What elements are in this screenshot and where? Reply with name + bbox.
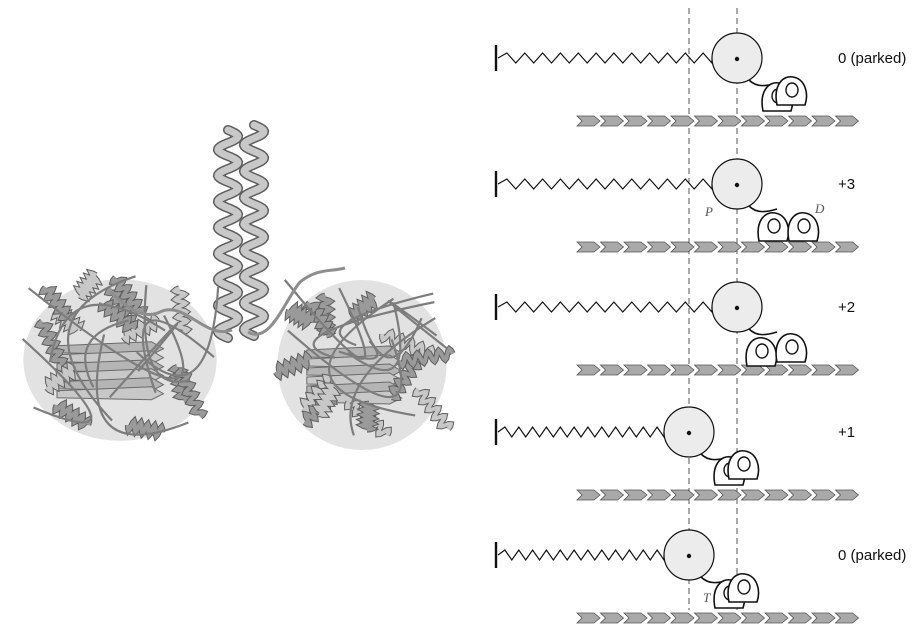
motor-head-leading (728, 451, 758, 479)
motor-head-trailing (746, 338, 776, 366)
microtubule-track (577, 242, 859, 252)
step-state-4: +1 (496, 407, 859, 500)
step-state-1: 0 (parked) (496, 33, 906, 126)
nucleotide-d: D (814, 201, 825, 216)
microtubule-track (577, 116, 859, 126)
motor-head-bound (758, 213, 788, 241)
bead-center-dot (687, 431, 691, 435)
bead-center-dot (735, 57, 739, 61)
bead-center-dot (735, 183, 739, 187)
motor-head-right (276, 280, 453, 450)
tether-spring (498, 550, 664, 560)
state-label: 0 (parked) (838, 547, 906, 564)
step-state-2: +3P D (496, 159, 859, 252)
bead-center-dot (687, 554, 691, 558)
motor-head-leading (776, 77, 806, 105)
state-label: +3 (838, 176, 855, 193)
motor-head-leading (776, 334, 806, 362)
state-label: 0 (parked) (838, 50, 906, 67)
kinesin-ribbon-structure (23, 125, 453, 450)
microtubule-track (577, 490, 859, 500)
coiled-coil-helix-left (218, 130, 238, 338)
bead-center-dot (735, 306, 739, 310)
tether-spring (498, 427, 664, 437)
stepping-cycle-diagram: 0 (parked) +3P D +2 +1 0 (parked) T (496, 8, 906, 623)
tether-spring (498, 53, 712, 63)
tether-spring (498, 302, 712, 312)
step-state-5: 0 (parked) T (496, 530, 906, 623)
microtubule-track (577, 613, 859, 623)
motor-head-leading (728, 574, 758, 602)
step-state-3: +2 (496, 282, 859, 375)
state-label: +2 (838, 299, 855, 316)
nucleotide-p: P (704, 204, 713, 219)
motor-head-empty (788, 213, 818, 241)
kinesin-stalk (749, 206, 777, 212)
state-label: +1 (838, 424, 855, 441)
microtubule-track (577, 365, 859, 375)
tether-spring (498, 179, 712, 189)
kinesin-stalk (749, 329, 777, 335)
coiled-coil-helix-right (244, 125, 264, 336)
nucleotide-t: T (703, 590, 711, 605)
motor-head-left (23, 273, 219, 441)
